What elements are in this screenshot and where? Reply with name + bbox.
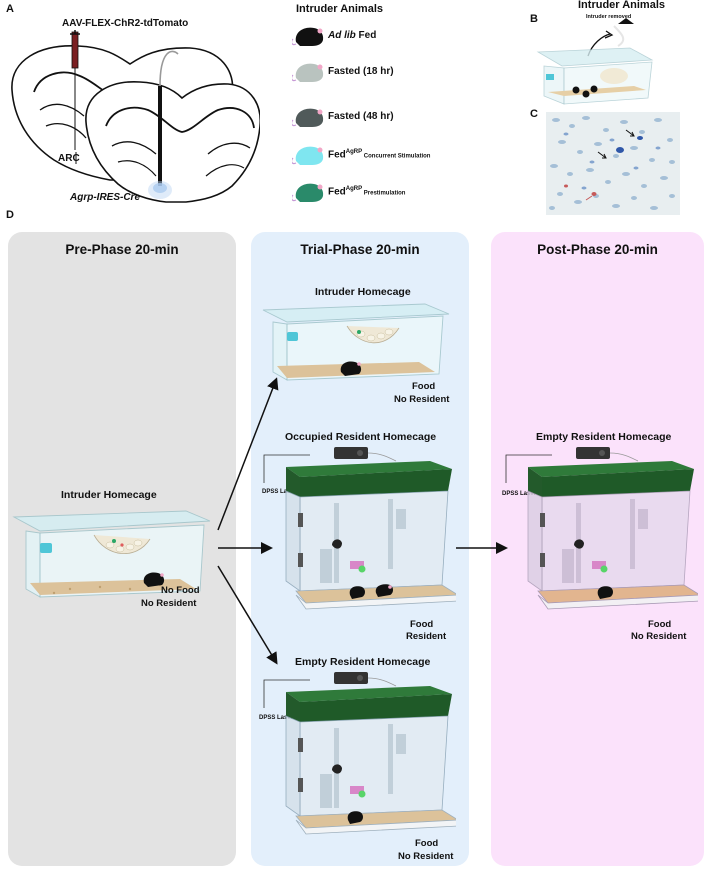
legend-item-main: Fasted (48 hr)	[328, 111, 394, 122]
histology-image	[546, 112, 680, 215]
condition-resident: No Resident	[631, 631, 687, 642]
panel-letter-b: B	[530, 13, 538, 25]
legend-item-fasted-48: Fasted (48 hr)	[292, 103, 394, 131]
cage-title: Intruder Homecage	[315, 286, 411, 298]
legend-item-sup: AgRP	[345, 149, 363, 155]
laser-label: DPSS Laser	[262, 489, 297, 495]
cage-title: Occupied Resident Homecage	[285, 431, 437, 443]
panel-letter-d: D	[6, 209, 14, 221]
resident-homecage-illustration	[263, 447, 456, 610]
legend-item-sup: AgRP	[345, 186, 363, 192]
virus-label: AAV-FLEX-ChR2-tdTomato	[62, 18, 189, 29]
intruder-homecage-illustration	[12, 510, 211, 598]
arc-label: ARC	[58, 153, 80, 164]
mouse-icon	[292, 146, 324, 165]
mouse-icon	[292, 183, 324, 202]
legend-item-fasted-18: Fasted (18 hr)	[292, 58, 394, 86]
legend-item-ad-lib-fed: Ad lib Fed	[292, 22, 376, 50]
arrow-to-intruder-homecage	[217, 377, 279, 531]
condition-food: No Food	[161, 585, 200, 596]
condition-food: Food	[410, 619, 434, 630]
phase-title: Post-Phase 20-min	[537, 242, 658, 257]
legend-item-concurrent: FedAgRP Concurrent Stimulation	[292, 141, 430, 169]
mouse-icon	[292, 63, 324, 82]
phase-title: Trial-Phase 20-min	[300, 242, 420, 257]
condition-food: Food	[415, 838, 439, 849]
cage-title: Intruder Homecage	[61, 489, 157, 501]
phase-title: Pre-Phase 20-min	[65, 242, 179, 257]
panel-letter-a: A	[6, 3, 14, 15]
mouse-icon	[292, 27, 324, 46]
intruder-homecage-illustration	[262, 303, 450, 381]
legend-item-prestim: FedAgRP Prestimulation	[292, 178, 405, 206]
legend-item-main: Fed	[328, 186, 346, 198]
legend-item-main: Fasted (18 hr)	[328, 66, 394, 77]
arrow-to-empty-homecage	[217, 565, 278, 665]
intruder-cage-illustration	[536, 18, 654, 105]
condition-resident: Resident	[406, 631, 447, 642]
resident-homecage-illustration	[505, 447, 698, 610]
condition-food: Food	[648, 619, 672, 630]
cage-title: Empty Resident Homecage	[295, 656, 431, 668]
brain-section-diagram	[11, 30, 260, 203]
laser-label: DPSS Laser	[502, 491, 537, 497]
cage-title: Empty Resident Homecage	[536, 431, 672, 443]
intruder-removed-label: Intruder removed	[586, 14, 632, 20]
legend-item-tail: Prestimulation	[362, 190, 406, 197]
laser-label: DPSS Laser	[259, 715, 294, 721]
mouse-icon	[292, 108, 324, 127]
legend-item-pre: Ad lib	[328, 30, 356, 41]
resident-homecage-illustration	[263, 672, 456, 835]
legend-title: Intruder Animals	[296, 3, 383, 15]
condition-resident: No Resident	[398, 851, 454, 862]
condition-resident: No Resident	[394, 394, 450, 405]
condition-food: Food	[412, 381, 436, 392]
legend-item-main: Fed	[328, 149, 346, 161]
legend-item-main: Fed	[355, 30, 377, 41]
panel-b-title: Intruder Animals	[578, 0, 665, 11]
mouse-line-label: Agrp-IRES-Cre	[70, 192, 141, 203]
legend-item-tail: Concurrent Stimulation	[362, 153, 431, 160]
panel-letter-c: C	[530, 108, 538, 120]
condition-resident: No Resident	[141, 598, 197, 609]
